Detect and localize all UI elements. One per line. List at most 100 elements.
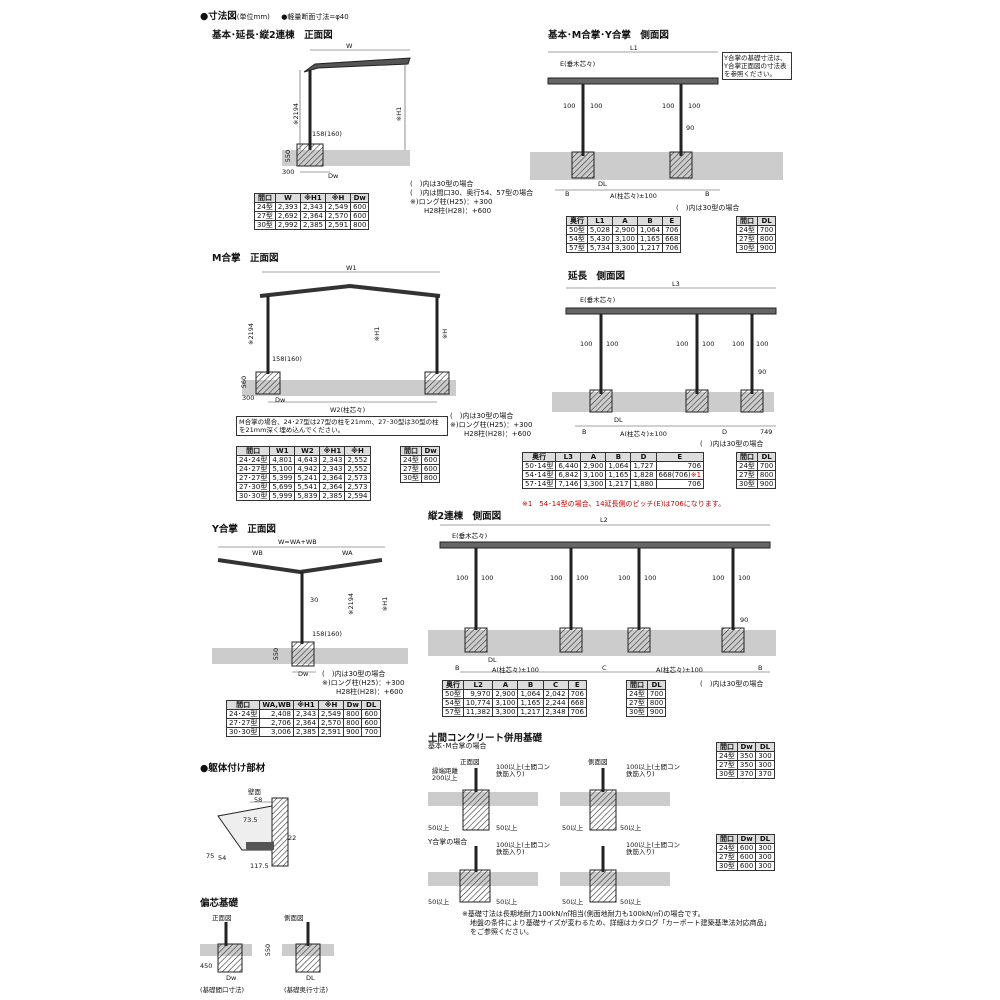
table-cell: 24型	[716, 843, 738, 853]
table-cell: 30型	[716, 769, 738, 779]
dim-b-side-left: B	[565, 190, 570, 198]
dim-100-t-f: 100	[644, 574, 657, 582]
m-note-3: H28柱(H28)：+600	[464, 430, 532, 438]
extension-note: ( )内は30型の場合	[700, 440, 764, 448]
tandem-note: ( )内は30型の場合	[700, 680, 764, 688]
table-header-cell: Dw	[736, 742, 757, 752]
dim-100-t-e: 100	[618, 574, 631, 582]
table-cell: 700	[646, 689, 667, 699]
table-header-cell: C	[542, 680, 569, 690]
table-cell: 900	[756, 243, 777, 253]
table-cell: 1,727	[630, 461, 657, 471]
dim-100-side-d: 100	[688, 102, 701, 110]
table-cell: 2,549	[318, 709, 345, 719]
table-cell: 2,552	[344, 455, 371, 465]
table-cell: 2,042	[542, 689, 569, 699]
table-header-cell: Dw	[420, 446, 441, 456]
table-cell: 600	[420, 455, 441, 465]
table-header-cell: WA,WB	[259, 700, 294, 710]
table-header-cell: 間口	[716, 742, 738, 752]
foundation-notes: ※基礎寸法は長期地耐力100kN/㎡相当(側面地耐力も100kN/㎡)の場合です…	[462, 910, 771, 937]
dim-560-m: 560	[240, 375, 249, 389]
table-cell: 3,100	[492, 698, 519, 708]
offset-dw-note: (基礎間口寸法)	[200, 986, 245, 994]
table-header-cell: 間口	[716, 834, 738, 844]
table-cell: 706	[567, 689, 587, 699]
table-cell: 5,430	[586, 234, 613, 244]
dim-450: 450	[200, 962, 213, 970]
table-cell: 27･27型	[225, 718, 261, 728]
dim-300-m: 300	[242, 394, 255, 402]
table-cell: 3,300	[611, 243, 639, 253]
table-cell: 1,217	[605, 479, 632, 489]
dim-90-side: 90	[686, 124, 695, 132]
dim-e-tandem: E(垂木芯々)	[452, 532, 488, 540]
table-header-cell: 間口	[400, 446, 422, 456]
table-header-cell: ※H1	[292, 700, 320, 710]
table-cell: 2,385	[292, 727, 320, 737]
table-cell: 2,706	[259, 718, 294, 728]
conc-over50-g: 50以上	[562, 898, 584, 906]
dim-wa: WA	[342, 549, 353, 557]
dim-100-ext-f: 100	[756, 340, 769, 348]
table-cell: 6,842	[555, 470, 582, 480]
conc-over50-d: 50以上	[620, 824, 642, 832]
foundation-note-1: ※基礎寸法は長期地耐力100kN/㎡相当(側面地耐力も100kN/㎡)の場合です…	[462, 910, 705, 918]
table-cell: 2,573	[344, 482, 371, 492]
table-cell: 1,165	[637, 234, 664, 244]
table-header-cell: 間口	[225, 700, 261, 710]
table-cell: 10,774	[462, 698, 494, 708]
table-cell: 1,165	[605, 470, 632, 480]
table-cell: 900	[343, 727, 363, 737]
table-cell: 27型	[716, 760, 738, 770]
table-cell: 30･30型	[235, 491, 271, 501]
dim-b-tandem-right: B	[758, 664, 763, 672]
label-wall: 壁面	[248, 788, 261, 796]
table-cell: 2,992	[274, 220, 301, 230]
y-basic-note: Y合掌の基礎寸法は、Y合掌正面図の寸法表を参照ください。	[722, 52, 792, 80]
basic-note-1: ( )内は30型の場合	[410, 180, 474, 188]
table-header-cell: ※H	[325, 193, 352, 203]
dim-54: 54	[218, 854, 227, 862]
table-cell: 3,300	[580, 479, 607, 489]
heading-unit: (単位mm)	[236, 13, 270, 21]
table-header-cell: 間口	[235, 446, 271, 456]
table-cell: 27型	[716, 852, 738, 862]
table-cell: 30型	[716, 861, 738, 871]
table-cell: 2,570	[325, 211, 352, 221]
table-cell: 2,393	[274, 202, 301, 212]
dim-158-m: 158(160)	[272, 355, 302, 363]
dim-a-tandem-left: A(柱芯々)±100	[492, 666, 539, 674]
table-cell: 4,801	[269, 455, 296, 465]
table-cell: 700	[756, 225, 777, 235]
conc-front-label: 正面図	[460, 758, 480, 766]
table-cell: 800	[756, 470, 777, 480]
table-cell: 5,399	[269, 473, 296, 483]
table-cell: 27･27型	[235, 473, 271, 483]
table-cell: 2,900	[611, 225, 639, 235]
y-note-2: ※)ロング柱(H25)：+300	[322, 679, 405, 687]
table-cell: 370	[736, 769, 757, 779]
table-cell: 2,692	[274, 211, 301, 221]
table-cell: 3,100	[580, 470, 607, 480]
table-cell: 27型	[736, 470, 758, 480]
table-cell: 300	[755, 760, 775, 770]
table-cell: 2,573	[344, 473, 371, 483]
table-cell: 2,348	[542, 707, 569, 717]
